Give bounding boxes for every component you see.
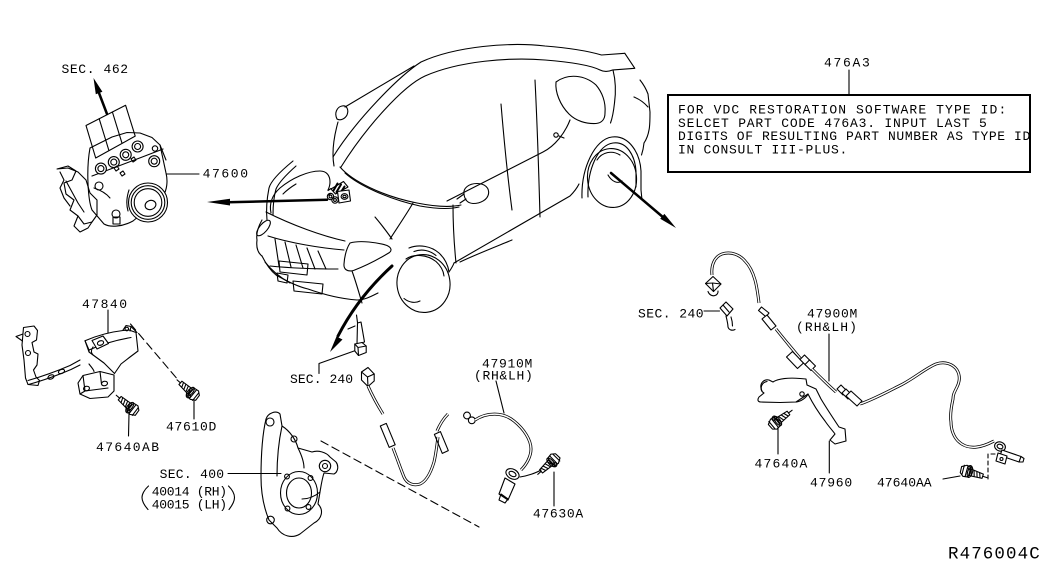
svg-text:R476004C: R476004C bbox=[948, 545, 1041, 565]
svg-text:SEC. 462: SEC. 462 bbox=[62, 62, 129, 77]
svg-text:SEC. 400: SEC. 400 bbox=[160, 467, 225, 482]
svg-text:47600: 47600 bbox=[203, 167, 250, 182]
svg-text:47640A: 47640A bbox=[755, 457, 809, 472]
svg-text:47630A: 47630A bbox=[533, 507, 584, 522]
svg-text:47960: 47960 bbox=[810, 476, 853, 491]
svg-text:47640AB: 47640AB bbox=[96, 440, 160, 455]
svg-text:(RH&LH): (RH&LH) bbox=[474, 369, 534, 384]
svg-text:FOR VDC RESTORATION SOFTWARE T: FOR VDC RESTORATION SOFTWARE TYPE ID: bbox=[678, 103, 1007, 118]
svg-text:SELCET PART CODE 476A3. INPUT: SELCET PART CODE 476A3. INPUT LAST 5 bbox=[678, 116, 988, 131]
svg-text:47610D: 47610D bbox=[166, 420, 217, 435]
svg-text:SEC. 240: SEC. 240 bbox=[290, 372, 353, 387]
svg-text:(RH&LH): (RH&LH) bbox=[796, 320, 858, 335]
svg-text:47910M: 47910M bbox=[482, 357, 533, 372]
svg-text:476A3: 476A3 bbox=[824, 56, 872, 71]
svg-text:47900M: 47900M bbox=[807, 307, 858, 322]
svg-text:40014 (RH): 40014 (RH) bbox=[152, 485, 227, 500]
svg-text:40015 (LH): 40015 (LH) bbox=[152, 498, 227, 513]
svg-text:SEC. 240: SEC. 240 bbox=[638, 307, 704, 322]
svg-text:IN CONSULT III-PLUS.: IN CONSULT III-PLUS. bbox=[678, 142, 848, 157]
svg-text:DIGITS OF RESULTING PART NUMBE: DIGITS OF RESULTING PART NUMBER AS TYPE … bbox=[678, 129, 1031, 144]
svg-text:47640AA: 47640AA bbox=[877, 476, 932, 491]
svg-text:47840: 47840 bbox=[82, 297, 129, 312]
